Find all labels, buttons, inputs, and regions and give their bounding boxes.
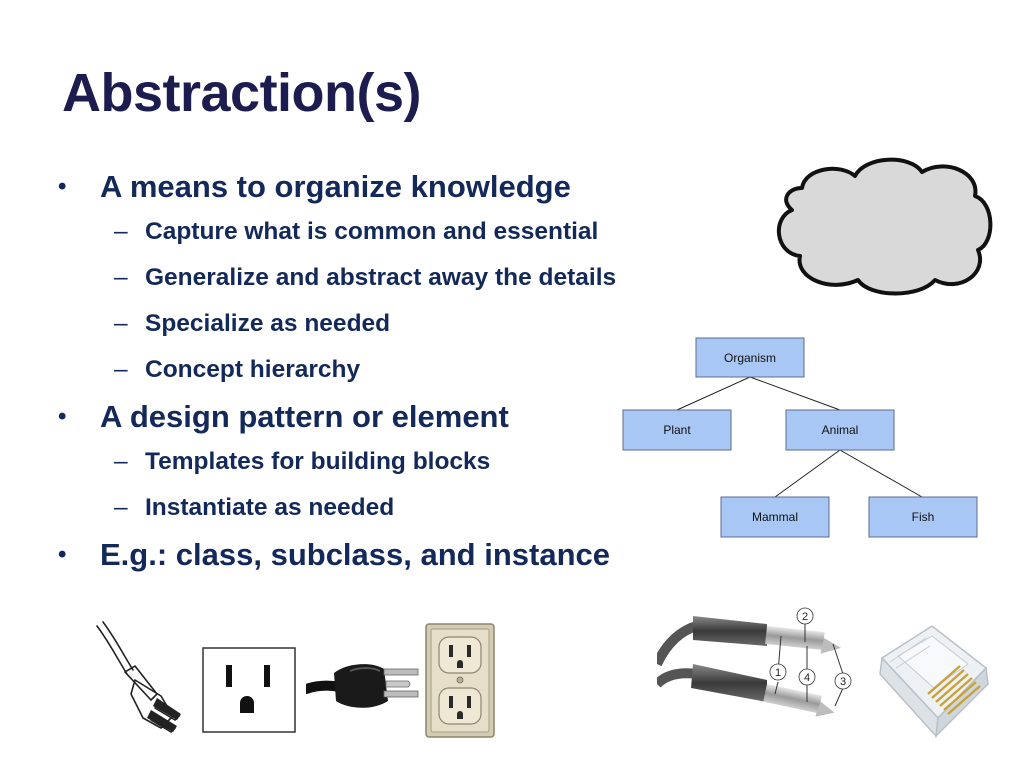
node-label: Organism <box>724 351 776 365</box>
sub-bullet-item: – Capture what is common and essential <box>58 214 738 249</box>
bullet-marker: • <box>58 173 67 200</box>
sub-bullet-text: Specialize as needed <box>145 310 391 337</box>
node-label: Fish <box>912 510 935 524</box>
outlet-bottom <box>438 687 482 725</box>
sub-bullet-text: Generalize and abstract away the details <box>145 264 617 291</box>
dash-marker: – <box>114 494 128 521</box>
node-fish: Fish <box>868 496 978 538</box>
outlet-line-drawing <box>202 647 296 733</box>
sub-bullet-text: Templates for building blocks <box>145 448 491 475</box>
dash-marker: – <box>114 448 128 475</box>
edge-organism-plant <box>676 376 751 411</box>
sub-bullet-item: – Concept hierarchy <box>58 352 738 387</box>
cloud-shape <box>776 157 993 296</box>
black-plug-photo <box>306 664 419 708</box>
sub-bullet-item: – Specialize as needed <box>58 306 738 341</box>
node-label: Mammal <box>752 510 798 524</box>
node-animal: Animal <box>785 409 895 451</box>
edge-animal-fish <box>839 449 923 498</box>
bullet-text: A design pattern or element <box>100 399 509 434</box>
stereo-jack-diagram: 2 1 4 3 <box>657 607 852 717</box>
concept-hierarchy-diagram: Organism Plant Animal Mammal Fish <box>622 337 978 538</box>
outlet-top <box>438 636 482 674</box>
bullet-text: E.g.: class, subclass, and instance <box>100 537 610 572</box>
jack-label: 4 <box>804 672 810 684</box>
sub-bullet-text: Instantiate as needed <box>145 494 395 521</box>
jack-label: 1 <box>775 667 781 679</box>
jack-label: 3 <box>840 676 846 688</box>
dash-marker: – <box>114 310 128 337</box>
node-label: Plant <box>663 423 691 437</box>
dash-marker: – <box>114 264 128 291</box>
bullet-item: • A design pattern or element <box>58 398 738 436</box>
cloud-outline <box>776 157 993 296</box>
node-plant: Plant <box>622 409 732 451</box>
bullet-item: • A means to organize knowledge <box>58 168 738 206</box>
slide-title: Abstraction(s) <box>62 63 422 123</box>
bullet-list: • A means to organize knowledge – Captur… <box>58 168 738 582</box>
beige-outlet-photo <box>425 623 495 738</box>
bullet-marker: • <box>58 403 67 430</box>
dash-marker: – <box>114 218 128 245</box>
bullet-marker: • <box>58 541 67 568</box>
sub-bullet-item: – Generalize and abstract away the detai… <box>58 260 738 295</box>
sub-bullet-item: – Templates for building blocks <box>58 444 738 479</box>
sub-bullet-item: – Instantiate as needed <box>58 490 738 525</box>
node-organism: Organism <box>695 337 805 378</box>
bullet-item: • E.g.: class, subclass, and instance <box>58 536 738 574</box>
jack-label: 2 <box>802 611 808 623</box>
dash-marker: – <box>114 356 128 383</box>
node-mammal: Mammal <box>720 496 830 538</box>
sub-bullet-text: Capture what is common and essential <box>145 218 599 245</box>
plug-line-drawing <box>96 621 181 733</box>
bullet-text: A means to organize knowledge <box>100 169 571 204</box>
node-label: Animal <box>822 423 859 437</box>
sub-bullet-text: Concept hierarchy <box>145 356 361 383</box>
edge-organism-animal <box>749 376 841 411</box>
edge-animal-mammal <box>774 449 841 498</box>
rj45-connector-photo <box>879 625 989 739</box>
